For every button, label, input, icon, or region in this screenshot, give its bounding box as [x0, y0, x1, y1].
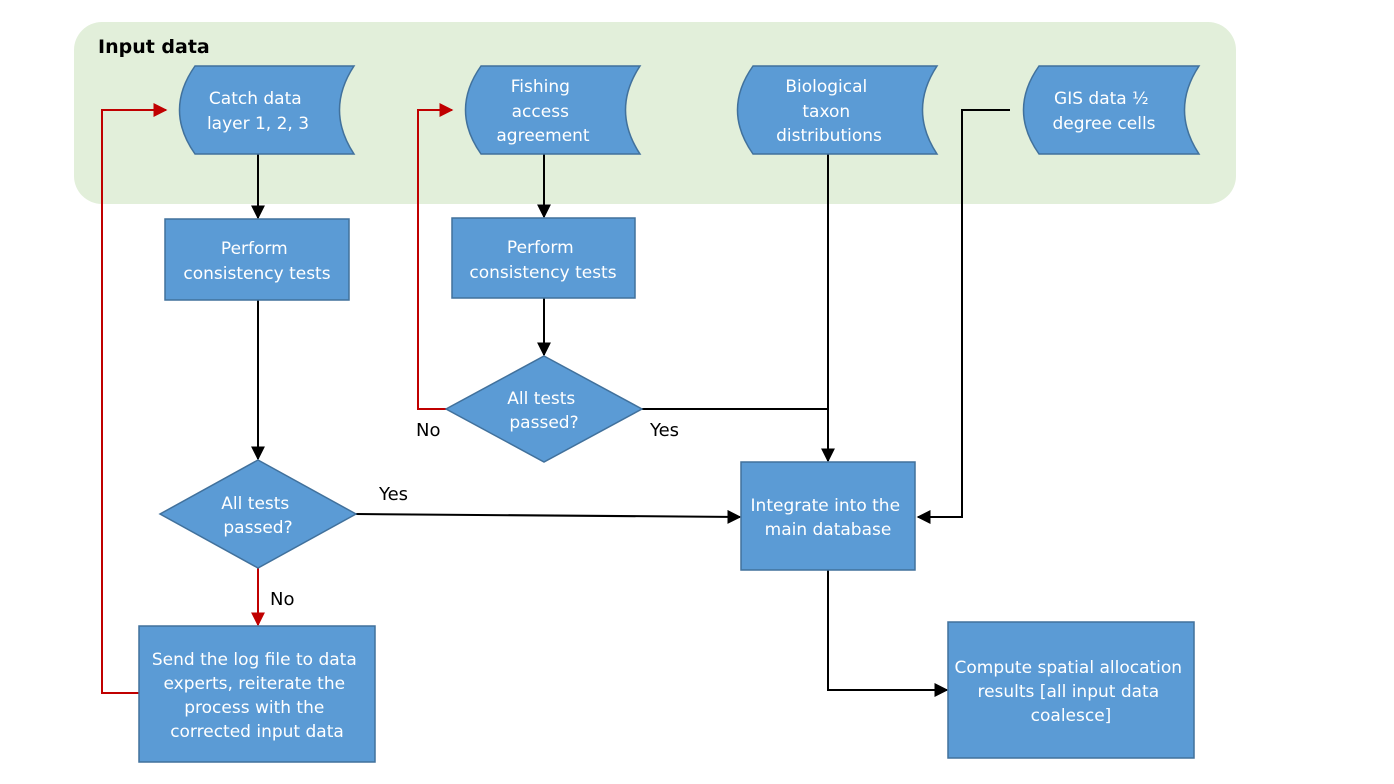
input-data-group-title: Input data: [98, 36, 210, 58]
edge-send-log-loop-to-catch: [101, 103, 168, 694]
fishing-access-node: [464, 65, 642, 155]
compute-node: [947, 621, 1195, 759]
compute-label: Compute spatial allocation results [all …: [955, 658, 1188, 726]
consistency-tests-1-label: Perform consistency tests: [183, 239, 330, 284]
biological-taxon-label: Biological taxon distributions: [776, 77, 882, 146]
edge-label-no-lower: No: [270, 589, 294, 610]
send-log-node: [138, 625, 376, 763]
edge-label-no-upper: No: [416, 420, 440, 441]
gis-data-label: GIS data ½ degree cells: [1052, 89, 1155, 134]
edge-label-yes-lower: Yes: [378, 484, 408, 505]
tests-passed-2-label: All tests passed?: [507, 389, 580, 433]
consistency-tests-1-node: [164, 218, 350, 301]
catch-data-label: Catch data layer 1, 2, 3: [207, 89, 309, 134]
input-data-group: [74, 22, 1236, 204]
catch-data-node: [178, 65, 356, 155]
biological-taxon-node: [736, 65, 939, 155]
edge-gis-to-integrate: [916, 109, 1010, 524]
send-log-label: Send the log file to data experts, reite…: [152, 650, 362, 742]
fishing-access-label: Fishing access agreement: [496, 77, 590, 146]
edge-decision-1-yes-to-integrate: [355, 509, 742, 524]
consistency-tests-2-label: Perform consistency tests: [469, 238, 616, 283]
consistency-tests-2-node: [451, 217, 636, 299]
edge-label-yes-upper: Yes: [649, 420, 679, 441]
tests-passed-2-decision: [444, 355, 644, 463]
edge-decision-2-no-loop-to-fishing: [417, 103, 454, 410]
edge-integrate-to-compute: [827, 570, 949, 697]
integrate-node: [740, 461, 916, 571]
tests-passed-1-label: All tests passed?: [221, 494, 294, 538]
gis-data-node: [1022, 65, 1201, 155]
integrate-label: Integrate into the main database: [751, 496, 906, 540]
tests-passed-1-decision: [158, 459, 358, 569]
